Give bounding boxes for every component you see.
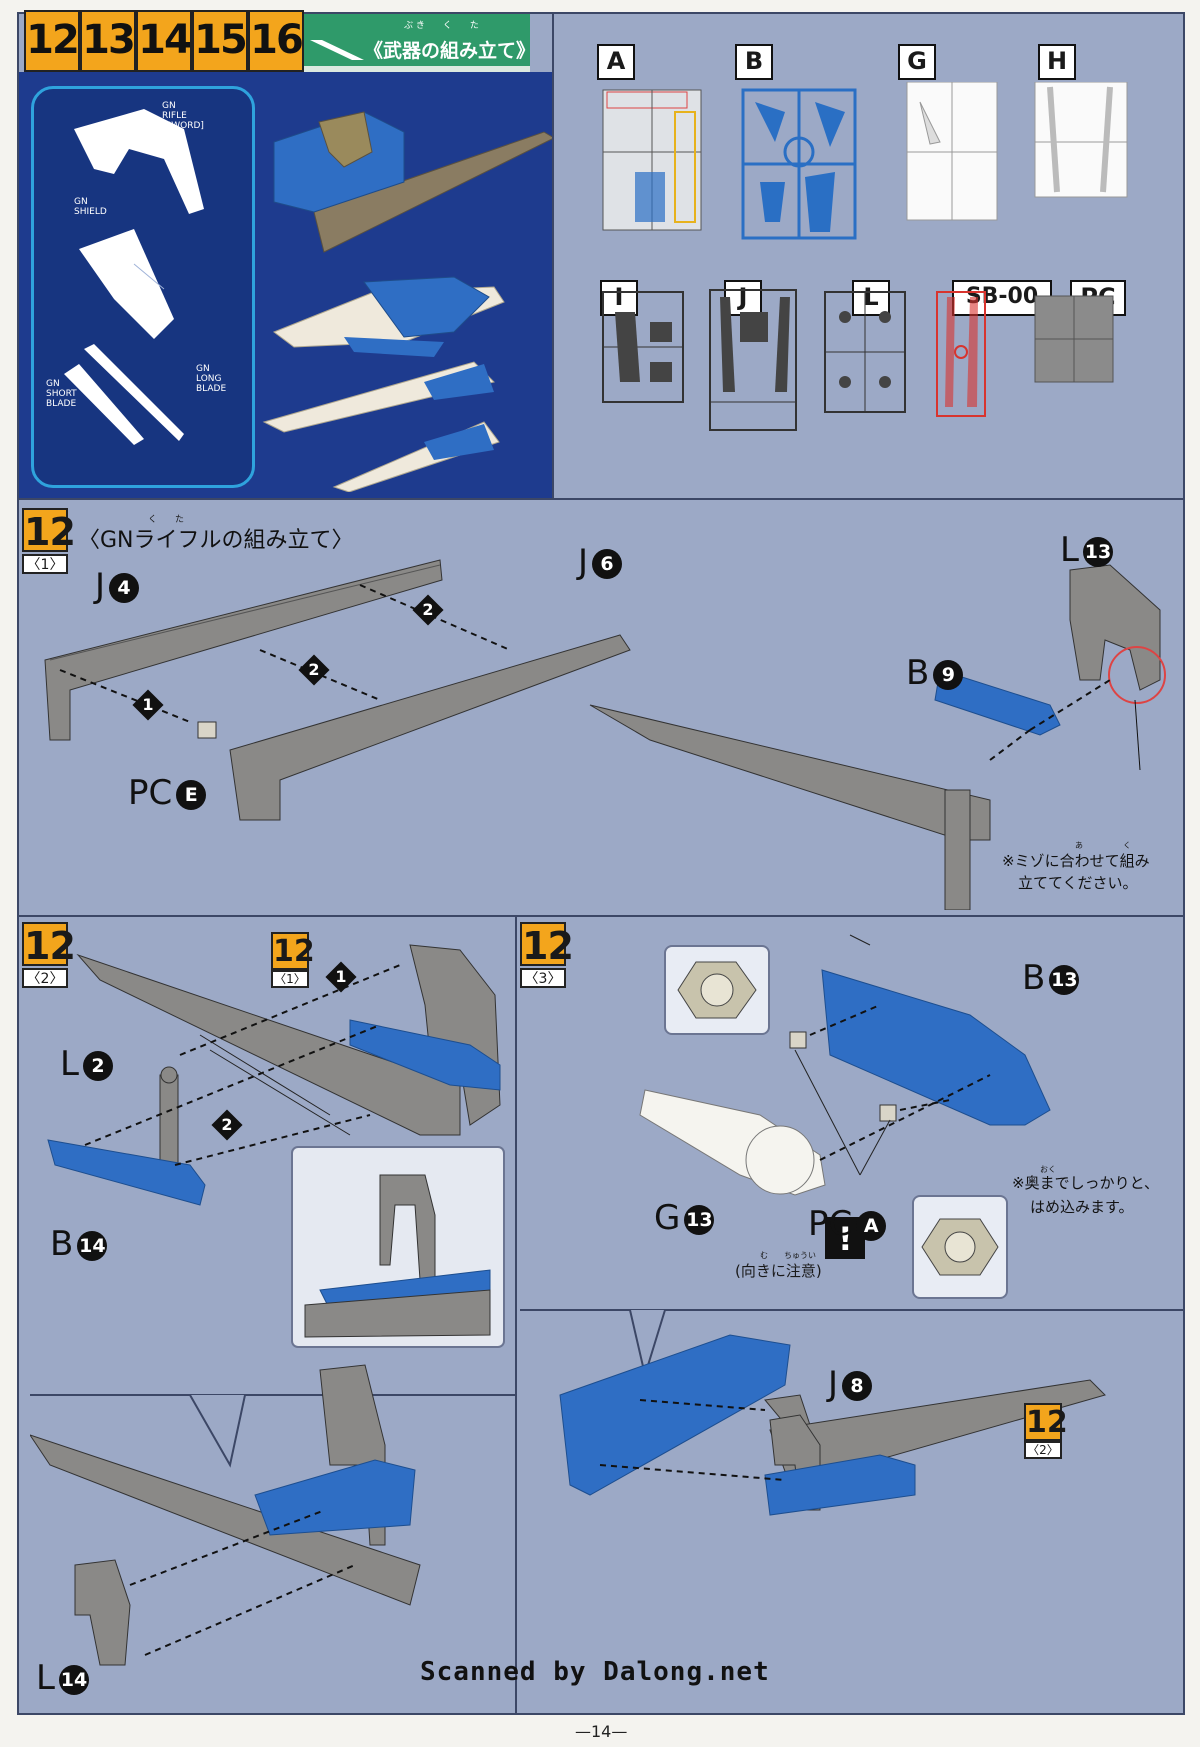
runner-g-icon bbox=[906, 82, 998, 221]
label-gn-rifle: GN RIFLE [SWORD] bbox=[162, 101, 204, 131]
banner-swoosh bbox=[304, 40, 530, 72]
divider-middle bbox=[17, 915, 1185, 917]
step-sub-number: 〈3〉 bbox=[520, 968, 566, 988]
step-arrow-2a: 2 bbox=[298, 654, 330, 686]
runner-tag-l: L bbox=[852, 280, 890, 316]
page-number: —14— bbox=[575, 1722, 628, 1741]
section-title: 〈GNライフルの組み立て〉 bbox=[78, 528, 354, 553]
runner-l-icon bbox=[824, 291, 906, 413]
rifle-assembly-diagram bbox=[44, 559, 1166, 910]
note-ruby: おく bbox=[1040, 1165, 1056, 1174]
runner-b-icon bbox=[741, 88, 857, 240]
step-number-12: 12 bbox=[24, 10, 80, 72]
runner-a-icon bbox=[602, 89, 702, 231]
runner-i-icon bbox=[602, 291, 684, 403]
note-ruby: あ く bbox=[1075, 841, 1131, 850]
short-blade-silhouette bbox=[64, 364, 144, 445]
step-arrow-1: 1 bbox=[132, 689, 164, 721]
label-gn-short-blade: GN SHORT BLADE bbox=[46, 379, 77, 409]
step-number-13: 13 bbox=[80, 10, 136, 72]
label-gn-shield: GN SHIELD bbox=[74, 197, 107, 217]
groove-note-line2: 立ててください。 bbox=[1018, 874, 1138, 892]
caution-ruby: む ちゅうい bbox=[760, 1251, 816, 1260]
step-number-16: 16 bbox=[248, 10, 304, 72]
step-number: 12 bbox=[520, 922, 574, 968]
weapon-silhouettes bbox=[64, 109, 204, 445]
scan-watermark: Scanned by Dalong.net bbox=[420, 1657, 770, 1687]
section-title-ruby: く た bbox=[148, 515, 185, 525]
pc-nut-detail-top bbox=[664, 945, 770, 1035]
runner-tag-i: I bbox=[600, 280, 638, 316]
silhouette-frame: GN RIFLE [SWORD] GN SHIELD GN SHORT BLAD… bbox=[31, 86, 255, 488]
rifle-silhouette bbox=[74, 109, 204, 214]
runner-tag-h: H bbox=[1038, 44, 1076, 80]
page-title: 《武器の組み立て》 bbox=[364, 40, 536, 62]
step-number: 12 bbox=[22, 922, 76, 968]
divider-lower-vertical bbox=[515, 915, 517, 1715]
rifle-step2-diagram bbox=[30, 944, 515, 1666]
runner-tag-a: A bbox=[597, 44, 635, 80]
pc-nut-detail-bottom bbox=[912, 1195, 1008, 1299]
weapons-overview-panel: GN RIFLE [SWORD] GN SHIELD GN SHORT BLAD… bbox=[19, 72, 554, 498]
ref-step-sub: 〈2〉 bbox=[1024, 1441, 1062, 1459]
ref-step-sub: 〈1〉 bbox=[271, 970, 309, 988]
step-arrow-2b: 2 bbox=[412, 594, 444, 626]
runner-graphics bbox=[602, 82, 1128, 431]
weapons-render bbox=[262, 111, 554, 492]
insert-note-line2: はめ込みます。 bbox=[1030, 1198, 1134, 1216]
step-sub-number: 〈2〉 bbox=[22, 968, 68, 988]
svg-text:!: ! bbox=[838, 1220, 853, 1258]
title-banner: ぶ き く た 《武器の組み立て》 bbox=[304, 14, 536, 72]
step-arrow-1: 1 bbox=[325, 961, 357, 993]
insert-note-line1: ※奥までしっかりと、 bbox=[1012, 1174, 1159, 1192]
label-gn-long-blade: GN LONG BLADE bbox=[196, 364, 227, 394]
shield-assembly-diagram: ! bbox=[520, 934, 1185, 1516]
runner-tag-b: B bbox=[735, 44, 773, 80]
runner-tag-g: G bbox=[898, 44, 936, 80]
title-ruby: ぶ き く た bbox=[404, 21, 479, 31]
step-number: 12 bbox=[22, 508, 76, 554]
step-number-15: 15 bbox=[192, 10, 248, 72]
long-blade-silhouette bbox=[84, 344, 184, 441]
shield-silhouette bbox=[79, 229, 174, 339]
step-arrow-2: 2 bbox=[211, 1109, 243, 1141]
ref-step-number: 12 bbox=[271, 932, 315, 970]
runner-j-icon bbox=[709, 289, 797, 431]
ref-step-number: 12 bbox=[1024, 1403, 1068, 1441]
runner-sb00-icon bbox=[936, 291, 986, 417]
step-sub-number: 〈1〉 bbox=[22, 554, 68, 574]
orientation-caution: (向きに注意) bbox=[735, 1262, 822, 1280]
runner-h-icon bbox=[1034, 82, 1128, 198]
groove-note-line1: ※ミゾに合わせて組み bbox=[1002, 852, 1150, 870]
runner-pc-icon bbox=[1034, 295, 1114, 383]
divider-top bbox=[17, 498, 1185, 500]
divider-header-vertical bbox=[552, 12, 554, 500]
step-number-14: 14 bbox=[136, 10, 192, 72]
